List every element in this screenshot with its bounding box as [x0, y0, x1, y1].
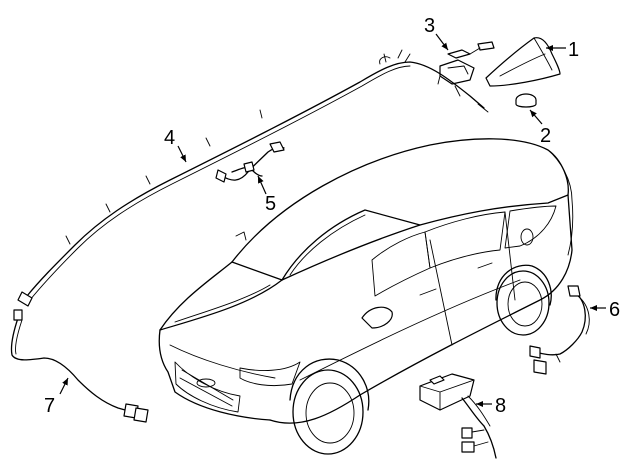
callout-6: 6	[609, 299, 620, 321]
callout-2: 2	[540, 125, 551, 147]
callout-2-leader	[529, 109, 543, 125]
part-6-harness	[529, 285, 590, 375]
callout-5-leader	[257, 175, 267, 195]
callout-7: 7	[44, 395, 55, 417]
callout-3-leader	[435, 33, 449, 51]
part-7-harness	[10, 309, 149, 423]
callout-8: 8	[495, 395, 506, 417]
callout-4-leader	[177, 145, 187, 163]
part-8-control-module	[419, 373, 497, 459]
part-2-gasket	[515, 93, 537, 108]
part-4-roof-harness	[17, 49, 489, 307]
callout-3: 3	[424, 15, 435, 37]
callout-4: 4	[164, 127, 175, 149]
part-1-roof-antenna	[485, 37, 561, 87]
car-illustration	[158, 138, 574, 455]
callout-1: 1	[568, 39, 579, 61]
part-3-antenna-module	[439, 41, 495, 85]
callout-7-leader	[59, 377, 69, 395]
part-5-harness	[215, 141, 285, 183]
callout-5: 5	[265, 193, 276, 215]
